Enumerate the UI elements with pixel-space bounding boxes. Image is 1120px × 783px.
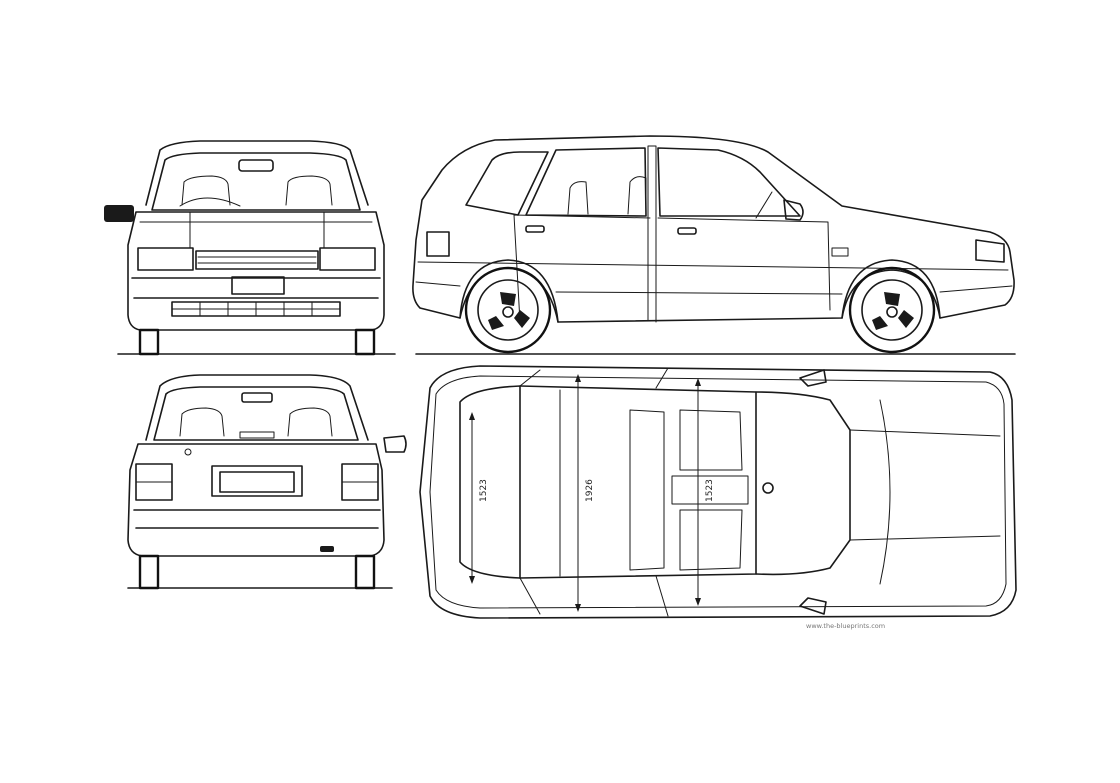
- top-center-console: [671, 475, 749, 505]
- front-door-handle: [677, 227, 697, 235]
- headlight-right: [319, 247, 376, 271]
- side-mirror: [783, 199, 804, 221]
- dimension-width: 1926: [575, 374, 595, 612]
- rear-quarter-window: [465, 151, 549, 216]
- intake-slats: [171, 301, 341, 317]
- rear-seat-right: [287, 407, 333, 437]
- beltline: [417, 261, 1009, 271]
- rear-license-plate: [219, 471, 295, 493]
- rear-view: [127, 374, 407, 590]
- tailgate-lock: [184, 448, 192, 456]
- rear-light-side: [426, 231, 450, 257]
- wiper: [179, 197, 241, 207]
- dimension-track-front: 1523: [695, 378, 715, 606]
- rear-door-window: [525, 147, 647, 217]
- grille-slats: [197, 256, 317, 264]
- rear-wiper-mount: [239, 431, 275, 439]
- side-front-seat: [627, 176, 647, 215]
- top-mirror-left: [799, 369, 827, 387]
- headlight-left: [137, 247, 194, 271]
- side-rubbing-strip: [415, 281, 1013, 295]
- rear-wheel: [464, 266, 552, 354]
- rear-wheel-arch: [459, 259, 559, 323]
- rearview-mirror: [238, 159, 274, 172]
- front-seat-left: [181, 175, 231, 206]
- rear-side-mirror: [383, 435, 407, 453]
- top-roof-panel: [519, 385, 757, 579]
- dimension-label-track-rear: 1523: [479, 479, 489, 502]
- front-tire-right: [354, 328, 376, 356]
- headlight-side: [975, 239, 1005, 263]
- steering-wheel: [755, 191, 773, 219]
- top-front-seat-right: [679, 509, 743, 571]
- front-tire-left: [138, 328, 160, 356]
- front-roof-outline: [145, 140, 369, 206]
- side-badge: [831, 247, 849, 257]
- front-door-window: [657, 147, 801, 217]
- front-door-outline: [657, 217, 831, 311]
- exhaust-pipe: [320, 546, 334, 552]
- top-rear-hatch: [459, 385, 521, 579]
- rear-plate-recess: [211, 465, 303, 497]
- top-body-outline: [419, 365, 1017, 619]
- front-grille: [195, 250, 319, 270]
- top-hood: [849, 429, 1001, 541]
- top-rear-bench: [629, 409, 665, 571]
- front-wheel: [848, 266, 936, 354]
- side-rear-seat: [567, 181, 589, 215]
- top-hood-crease: [879, 399, 891, 585]
- top-front-seat-left: [679, 409, 743, 471]
- dimension-label-track-front: 1523: [705, 479, 715, 502]
- rear-brake-light: [241, 392, 273, 403]
- dimension-track-rear: 1523: [469, 412, 489, 584]
- side-view: [412, 135, 1016, 355]
- rear-roof-outline: [145, 374, 369, 441]
- front-wheel-arch: [841, 259, 941, 319]
- rear-window: [153, 386, 359, 441]
- top-pillars: [519, 367, 669, 617]
- windshield: [151, 152, 361, 211]
- top-hood-ornament: [762, 482, 774, 494]
- rear-door-handle: [525, 225, 545, 233]
- rear-seat-left: [179, 407, 225, 437]
- top-mirror-right: [799, 597, 827, 615]
- dimension-label-width: 1926: [585, 479, 595, 502]
- b-pillar: [647, 145, 657, 323]
- credit-watermark: www.the-blueprints.com: [806, 622, 885, 630]
- top-view: 1523 1926 1523 www.the-blueprints.com: [419, 365, 1017, 630]
- front-license-plate: [231, 276, 285, 295]
- rear-bumper: [133, 509, 381, 529]
- top-inner-outline: [429, 375, 1007, 609]
- front-seat-right: [285, 175, 333, 206]
- hood-crease: [189, 211, 325, 249]
- rear-tire-right: [354, 554, 376, 590]
- front-view: [104, 140, 396, 356]
- front-bumper: [131, 277, 381, 299]
- side-mirror-front: [104, 205, 134, 222]
- rear-tire-left: [138, 554, 160, 590]
- top-windshield: [755, 391, 851, 576]
